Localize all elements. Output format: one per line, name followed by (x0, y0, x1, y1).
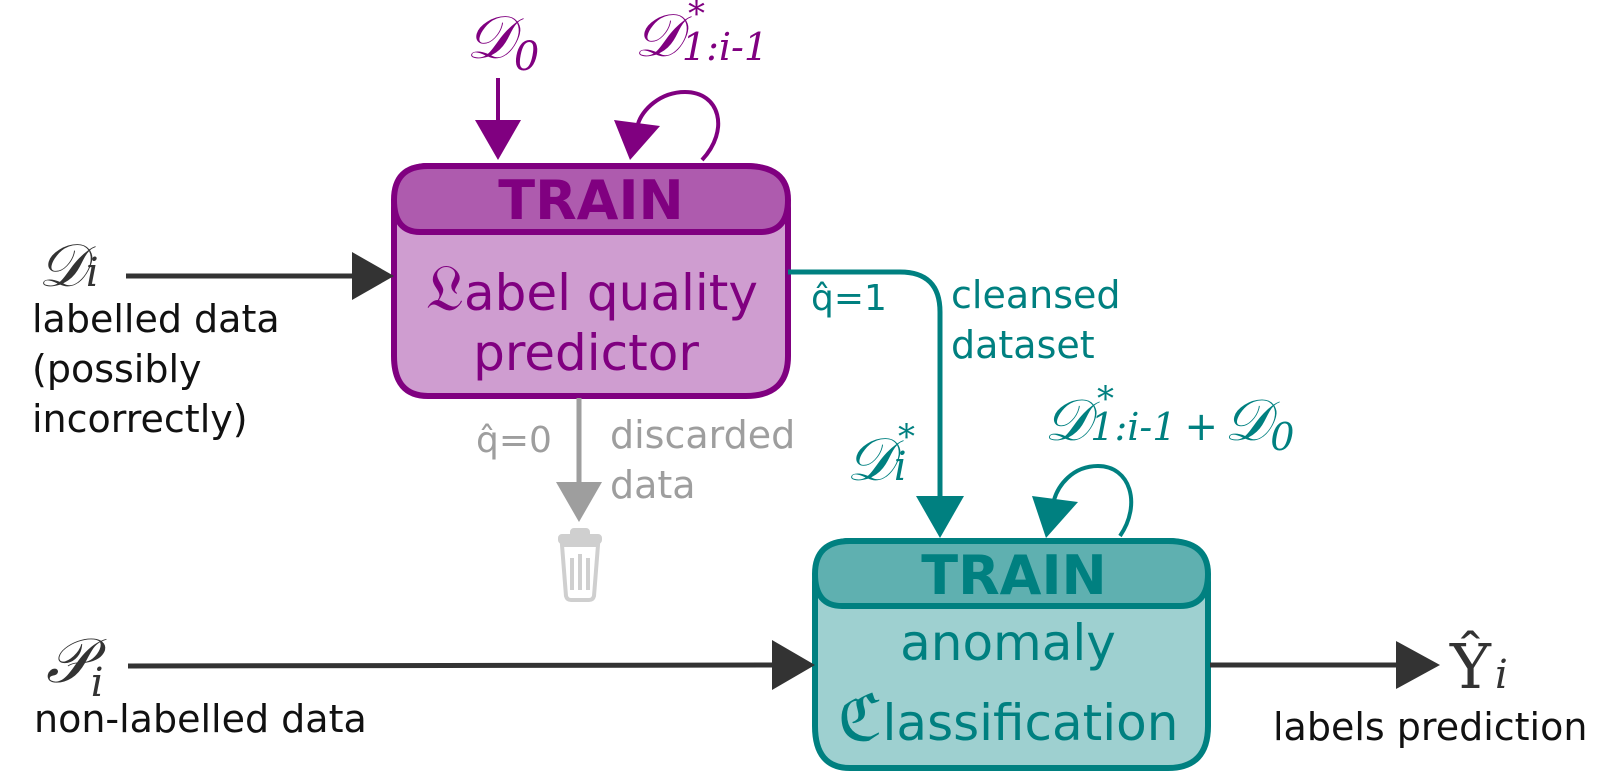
q0-label: q̂=0 (476, 420, 552, 461)
discarded-flow: q̂=0 discarded data (476, 398, 807, 602)
p-i-arrow-shaft (127, 662, 777, 669)
d-prev-superscript: * (688, 0, 705, 34)
svg-text:𝔏abel quality: 𝔏abel quality (426, 252, 758, 326)
output-caption: labels prediction (1273, 705, 1587, 749)
d-prev-subscript: 1:i-1 (682, 25, 768, 69)
d-star-superscript: * (898, 417, 915, 457)
cleansed-caption: cleansed dataset (951, 273, 1133, 367)
d-i-subscript: i (86, 250, 99, 296)
svg-text:Ŷi: Ŷi (1449, 630, 1508, 703)
d-loop-superscript: * (1097, 379, 1114, 419)
classification-box-header (811, 538, 1212, 609)
input-d-prev: 𝒟1:i-1 * (614, 0, 768, 162)
cleansed-caption-line1: cleansed (951, 273, 1121, 317)
d-loop-subscript2: 0 (1270, 415, 1294, 459)
p-i-arrowhead (772, 640, 815, 690)
cleansed-flow: q̂=1 cleansed dataset 𝒟i * (788, 269, 1133, 538)
trash-icon (558, 528, 602, 602)
svg-text:𝒟0: 𝒟0 (466, 3, 539, 80)
d-loop-subscript1: 1:i-1 (1090, 405, 1176, 449)
classification-loop-input: 𝒟1:i-1+𝒟0 * (1032, 379, 1294, 538)
svg-text:𝒟i: 𝒟i (38, 231, 99, 301)
cleansed-flow-arrowhead (916, 496, 964, 538)
svg-text:ℭlassification: ℭlassification (838, 682, 1179, 756)
anomaly-classification-box: TRAIN anomaly ℭlassification (811, 538, 1212, 771)
label-quality-predictor-box: TRAIN 𝔏abel quality predictor (390, 163, 792, 399)
svg-text:𝒫i: 𝒫i (46, 624, 107, 706)
cleansed-flow-line (788, 269, 943, 498)
d-i-caption: labelled data (possibly incorrectly) (32, 297, 292, 441)
cleansed-caption-line2: dataset (951, 323, 1095, 367)
d-i-arrowhead (352, 252, 394, 300)
d-loop-arrowhead (1032, 496, 1078, 538)
discarded-caption-line2: data (610, 463, 696, 507)
d-i-caption-line2: (possibly (32, 347, 202, 391)
discarded-caption: discarded data (610, 413, 807, 507)
classification-header-text: TRAIN (921, 544, 1107, 607)
label-quality-header-text: TRAIN (498, 169, 684, 232)
d-loop-plus: + (1184, 404, 1218, 450)
discarded-caption-line1: discarded (610, 413, 795, 457)
output-subscript: i (1495, 652, 1508, 698)
svg-text:𝒟1:i-1+𝒟0: 𝒟1:i-1+𝒟0 (1044, 386, 1294, 459)
classification-initial: ℭ (838, 682, 883, 756)
classification-line2: lassification (883, 694, 1179, 752)
d-loop-arc (1052, 463, 1134, 538)
label-quality-line2: predictor (473, 324, 699, 382)
classification-line1: anomaly (900, 614, 1116, 672)
output-arrowhead (1396, 641, 1440, 689)
d-i-caption-line1: labelled data (32, 297, 280, 341)
q1-label: q̂=1 (811, 278, 887, 319)
d-i-caption-line3: incorrectly) (32, 397, 248, 441)
input-p-i: 𝒫i non-labelled data (34, 624, 815, 741)
d0-arrowhead (475, 120, 521, 160)
label-quality-box-header (390, 163, 792, 235)
label-quality-line1: abel quality (464, 264, 758, 322)
d-prev-loop-arc (636, 89, 721, 162)
d-star-subscript: i (894, 444, 907, 490)
output-symbol: Ŷ (1449, 630, 1492, 703)
p-i-caption: non-labelled data (34, 697, 367, 741)
d0-subscript: 0 (514, 34, 539, 80)
input-d-i: 𝒟i labelled data (possibly incorrectly) (32, 231, 394, 441)
label-quality-initial: 𝔏 (426, 252, 464, 326)
p-i-subscript: i (91, 660, 104, 706)
discarded-flow-arrowhead (556, 482, 602, 522)
input-d0: 𝒟0 (466, 3, 539, 160)
d-prev-arrowhead (614, 120, 660, 160)
